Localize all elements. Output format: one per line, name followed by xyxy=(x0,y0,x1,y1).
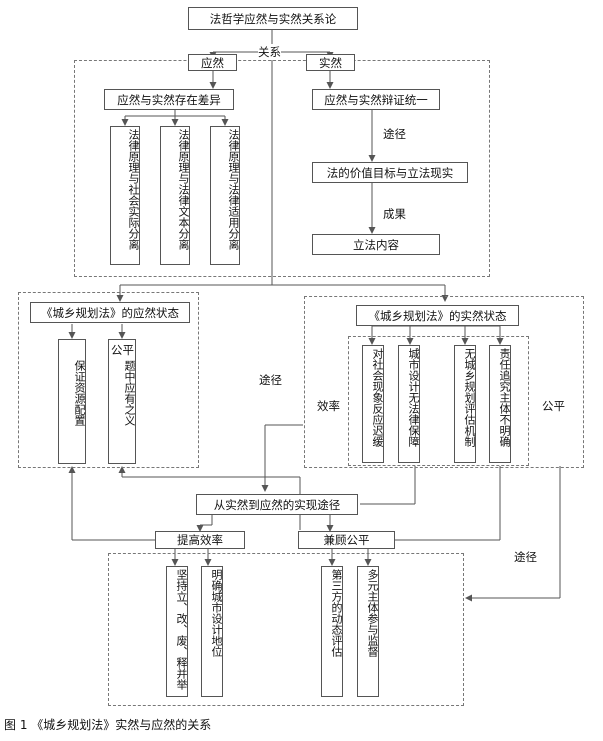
realization-box: 从实然到应然的实现途径 xyxy=(196,494,358,515)
is-item-3: 无城乡规划评估机制 xyxy=(454,345,476,463)
path-label-middle: 途径 xyxy=(259,372,282,388)
legislation-content-box: 立法内容 xyxy=(312,234,440,255)
bottom-dashed-region xyxy=(108,553,464,706)
ought-box: 应然 xyxy=(188,54,237,71)
relation-label: 关系 xyxy=(258,44,281,60)
is-item-1: 对社会现象反应迟缓 xyxy=(362,345,384,463)
efficiency-side-label: 效率 xyxy=(317,399,340,413)
action-item-2: 明确城市设计地位 xyxy=(201,566,223,697)
fairness-body: 题中应有之义 xyxy=(123,360,136,426)
title-box: 法哲学应然与实然关系论 xyxy=(188,7,358,30)
ought-difference-box: 应然与实然存在差异 xyxy=(104,89,234,110)
path-label-top: 途径 xyxy=(383,127,406,141)
is-item-2: 城市设计无法律保障 xyxy=(398,345,420,463)
balance-fairness-box: 兼顾公平 xyxy=(298,531,395,549)
fairness-title: 公平 xyxy=(111,343,134,357)
ought-dashed-region xyxy=(18,292,199,468)
figure-caption: 图 1 《城乡规划法》实然与应然的关系 xyxy=(4,718,212,732)
action-item-1: 坚持立、改、废、释并举 xyxy=(166,566,188,697)
unity-box: 应然与实然辩证统一 xyxy=(312,89,440,110)
action-item-3: 第三方的动态评估 xyxy=(321,566,343,697)
action-item-4: 多元主体参与监督 xyxy=(357,566,379,697)
is-inner-dashed-region xyxy=(348,336,529,466)
is-state-box: 《城乡规划法》的实然状态 xyxy=(356,305,519,326)
fairness-side-label: 公平 xyxy=(542,399,565,413)
is-dashed-region xyxy=(304,296,584,468)
diff-item-1: 法律原理与社会实际分离 xyxy=(110,126,140,265)
path-label-right: 途径 xyxy=(514,550,537,564)
fairness-box: 题中应有之义 xyxy=(108,339,136,464)
result-label: 成果 xyxy=(383,207,406,221)
value-goal-box: 法的价值目标与立法现实 xyxy=(312,162,468,183)
efficiency-body: 保证资源配置 xyxy=(73,360,86,426)
is-item-4: 责任追究主体不明确 xyxy=(489,345,511,463)
diff-item-3: 法律原理与法律适用分离 xyxy=(210,126,240,265)
improve-efficiency-box: 提高效率 xyxy=(155,531,245,549)
top-dashed-region xyxy=(74,60,490,277)
is-box: 实然 xyxy=(306,54,355,71)
diff-item-2: 法律原理与法律文本分离 xyxy=(160,126,190,265)
ought-state-box: 《城乡规划法》的应然状态 xyxy=(30,302,190,323)
efficiency-box: 保证资源配置 xyxy=(58,339,86,464)
